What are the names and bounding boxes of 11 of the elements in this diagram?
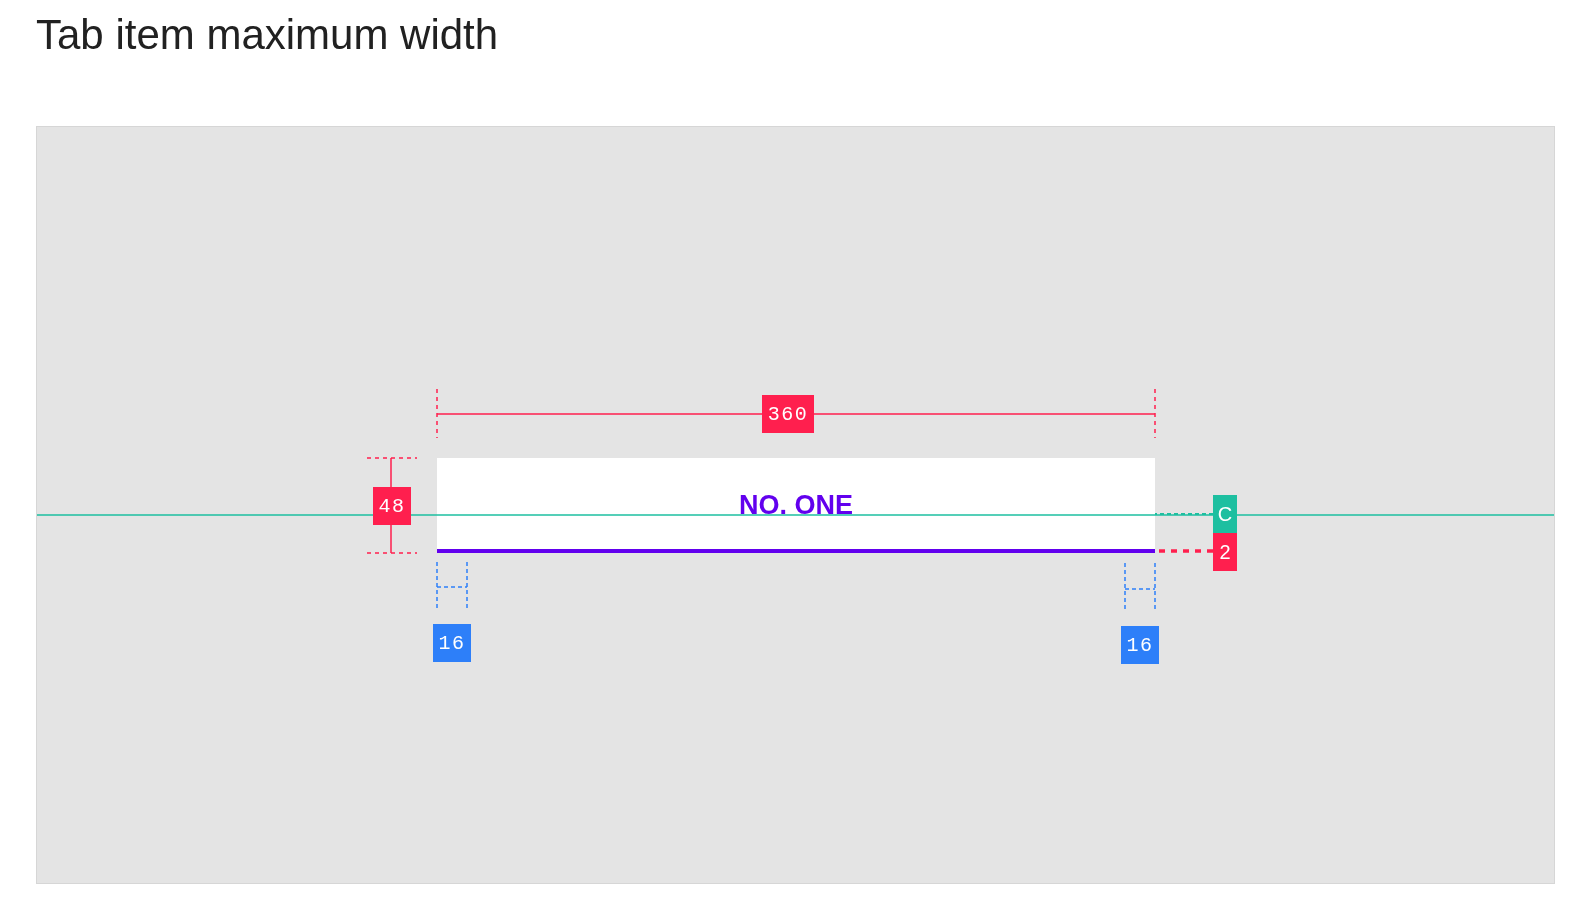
dimension-label: 16 [1121,626,1159,664]
baseline-callout: C [1213,495,1237,533]
dimension-label: 16 [433,624,471,662]
tab-label: NO. ONE [739,492,853,519]
dimension-label: 48 [373,487,411,525]
active-indicator [437,549,1155,553]
dimension-label: 360 [762,395,814,433]
leader-line [1154,513,1214,515]
diagram-title: Tab item maximum width [36,11,499,60]
dimension-label: 2 [1213,533,1237,571]
tab-item [437,458,1155,553]
